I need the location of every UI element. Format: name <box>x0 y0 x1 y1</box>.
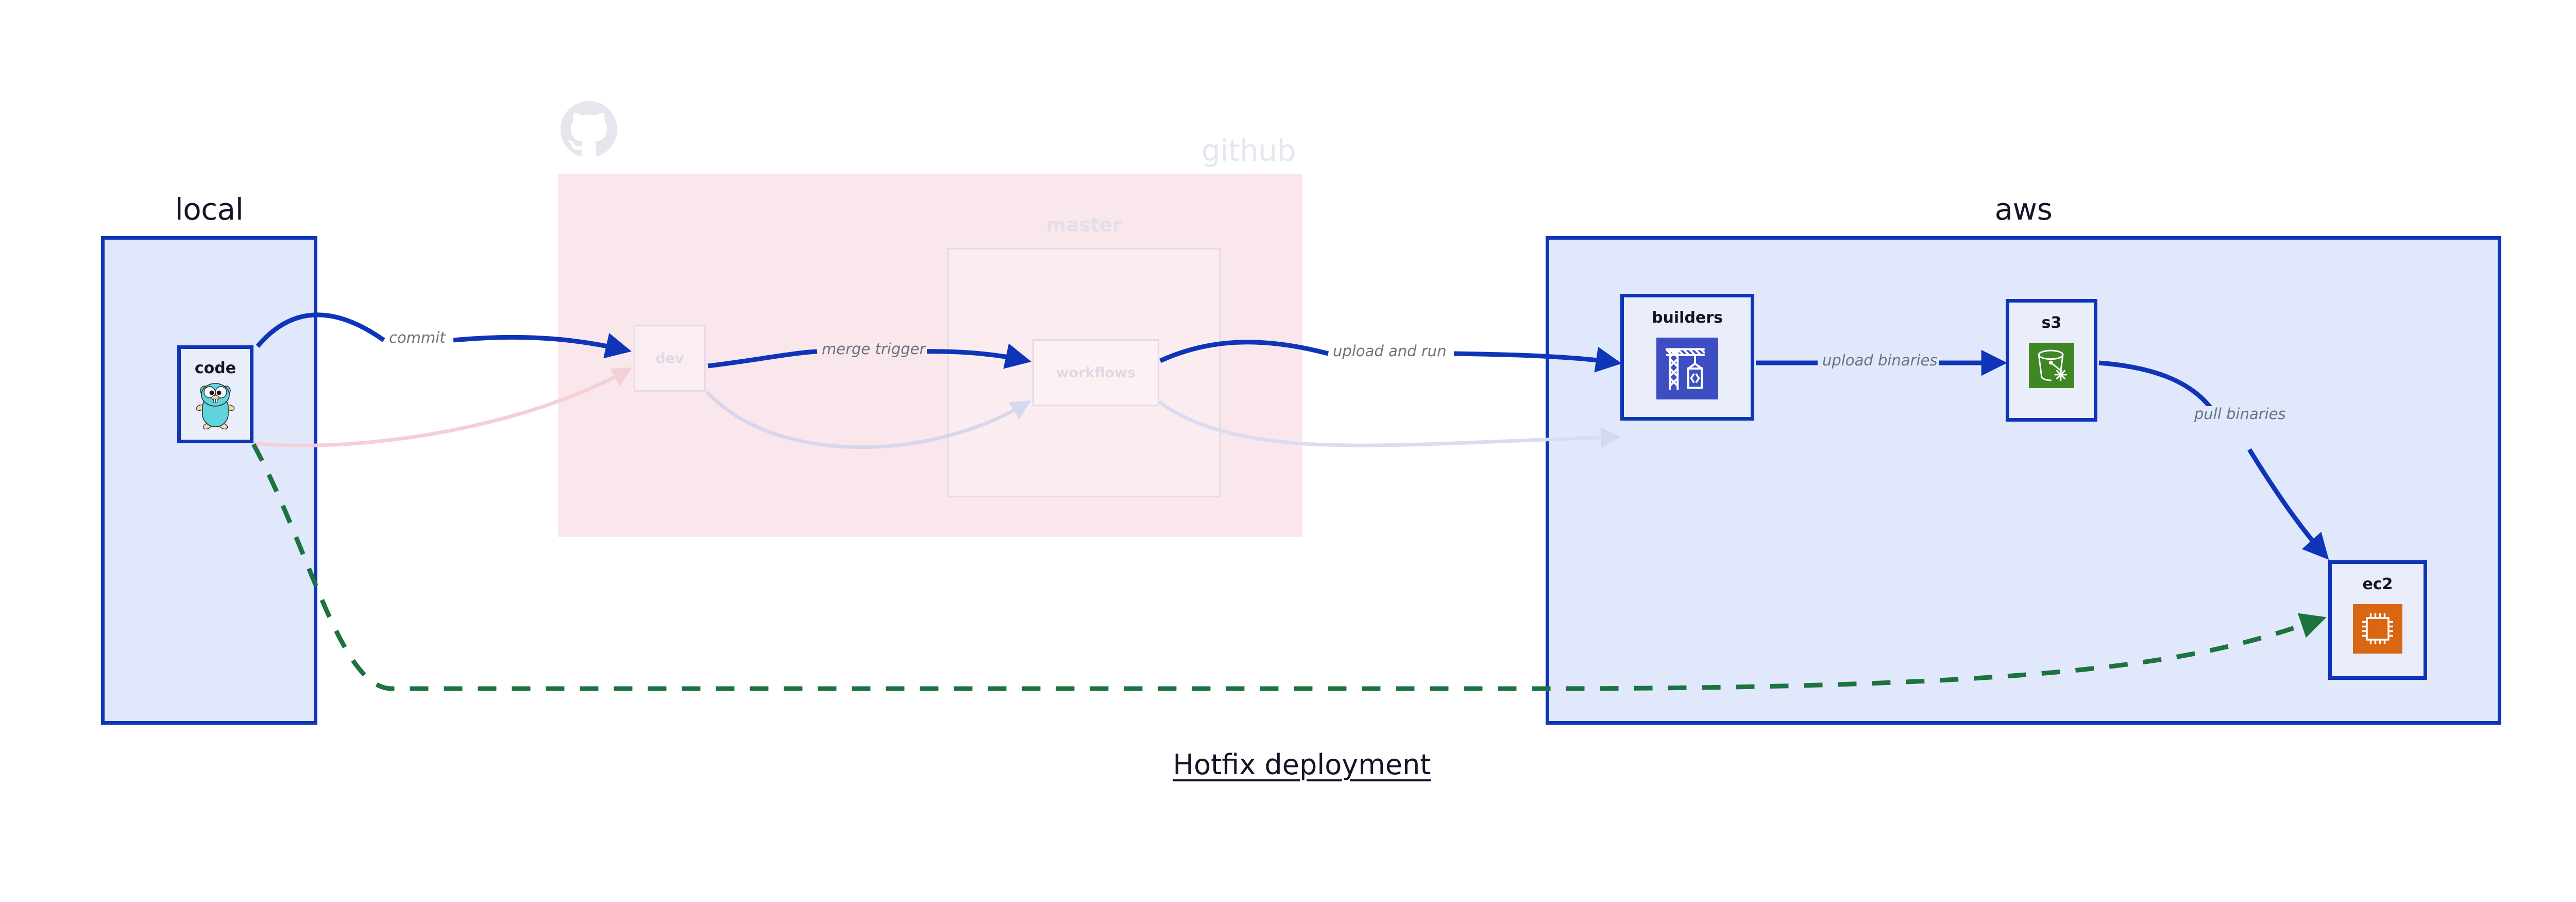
edge-label-merge-trigger: merge trigger <box>820 341 927 357</box>
node-code-label: code <box>194 359 236 377</box>
edge-label-commit: commit <box>387 330 447 345</box>
diagram-title: Hotfix deployment <box>1173 748 1431 781</box>
github-node-dev: dev <box>634 325 706 392</box>
node-builders[interactable]: builders <box>1620 294 1754 421</box>
edge-label-pull-binaries: pull binaries <box>2193 406 2287 422</box>
aws-ec2-cpu-chip-icon <box>2353 604 2402 654</box>
node-s3-label: s3 <box>2041 314 2062 332</box>
aws-s3-bucket-glacier-icon <box>2029 343 2074 388</box>
edge-label-upload-and-run: upload and run <box>1331 343 1448 359</box>
node-ec2-label: ec2 <box>2362 575 2393 593</box>
node-s3[interactable]: s3 <box>2006 299 2097 422</box>
node-code[interactable]: code <box>177 345 253 443</box>
node-ec2[interactable]: ec2 <box>2328 560 2427 680</box>
github-master-label: master <box>1046 214 1122 236</box>
group-local-title: local <box>175 192 244 227</box>
node-builders-label: builders <box>1652 309 1723 327</box>
github-node-workflows-label: workflows <box>1056 365 1136 381</box>
group-aws-title: aws <box>1994 192 2053 227</box>
aws-codebuild-crane-icon <box>1656 338 1718 399</box>
github-node-workflows: workflows <box>1032 339 1159 406</box>
group-local <box>101 236 317 725</box>
edge-label-upload-binaries: upload binaries <box>1821 353 1939 368</box>
github-octocat-icon <box>561 101 617 158</box>
go-gopher-icon <box>196 381 235 430</box>
github-group-title: github <box>1201 133 1296 168</box>
github-node-dev-label: dev <box>655 350 684 367</box>
